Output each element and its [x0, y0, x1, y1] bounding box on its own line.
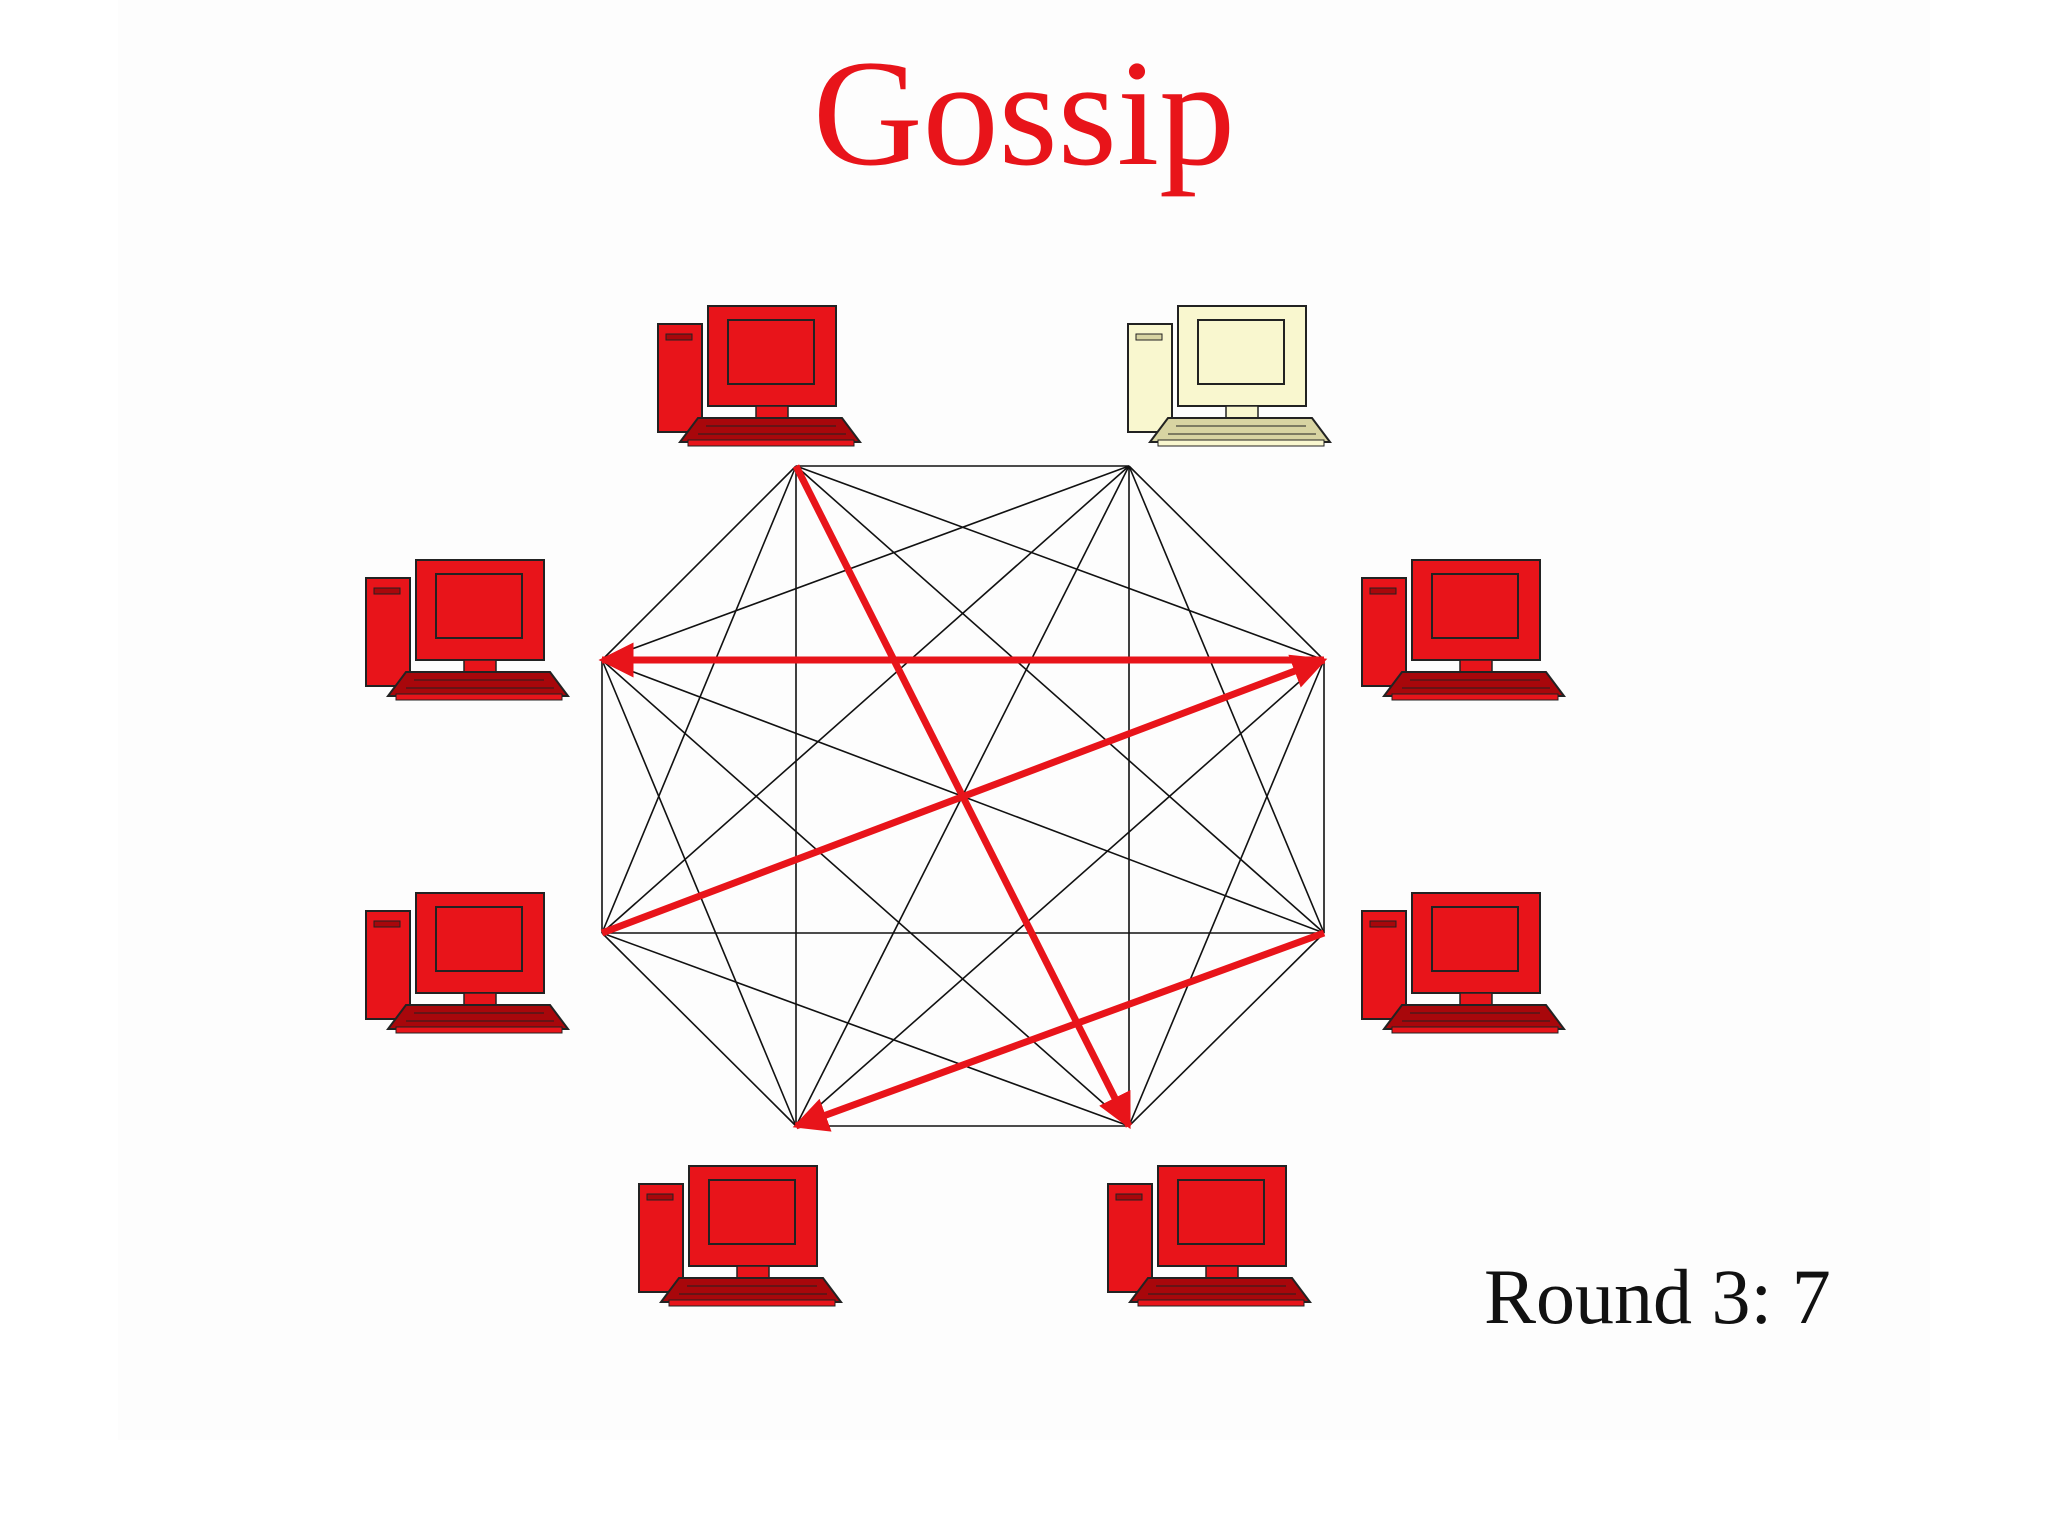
network-edge	[601, 465, 1130, 661]
network-edge	[601, 465, 797, 934]
computer-icon	[1361, 892, 1566, 1034]
computer-icon	[365, 892, 570, 1034]
computer-icon	[638, 1165, 843, 1307]
slide-background	[118, 0, 1930, 1440]
gossip-arrow	[792, 929, 1326, 1132]
network-edge	[601, 932, 1130, 1127]
computer-icon	[1127, 305, 1332, 447]
computer-icon	[1361, 559, 1566, 701]
network-edge	[1128, 932, 1325, 1127]
network-edge	[601, 465, 1130, 934]
computer-icon	[1107, 1165, 1312, 1307]
network-edge	[1128, 465, 1325, 661]
computers	[365, 305, 1566, 1307]
network-edge	[601, 465, 797, 661]
slide-title: Gossip	[812, 29, 1236, 197]
network-edge	[795, 659, 1325, 1127]
gossip-arrow	[600, 654, 1328, 937]
computer-icon	[657, 305, 862, 447]
network-edge	[601, 659, 1130, 1127]
round-counter-label: Round 3: 7	[1484, 1253, 1831, 1340]
gossip-arrows	[598, 464, 1328, 1132]
network-edge	[1128, 659, 1325, 1127]
network-edge	[795, 465, 1325, 934]
network-edge	[795, 465, 1325, 661]
computer-icon	[365, 559, 570, 701]
network-edge	[601, 932, 797, 1127]
